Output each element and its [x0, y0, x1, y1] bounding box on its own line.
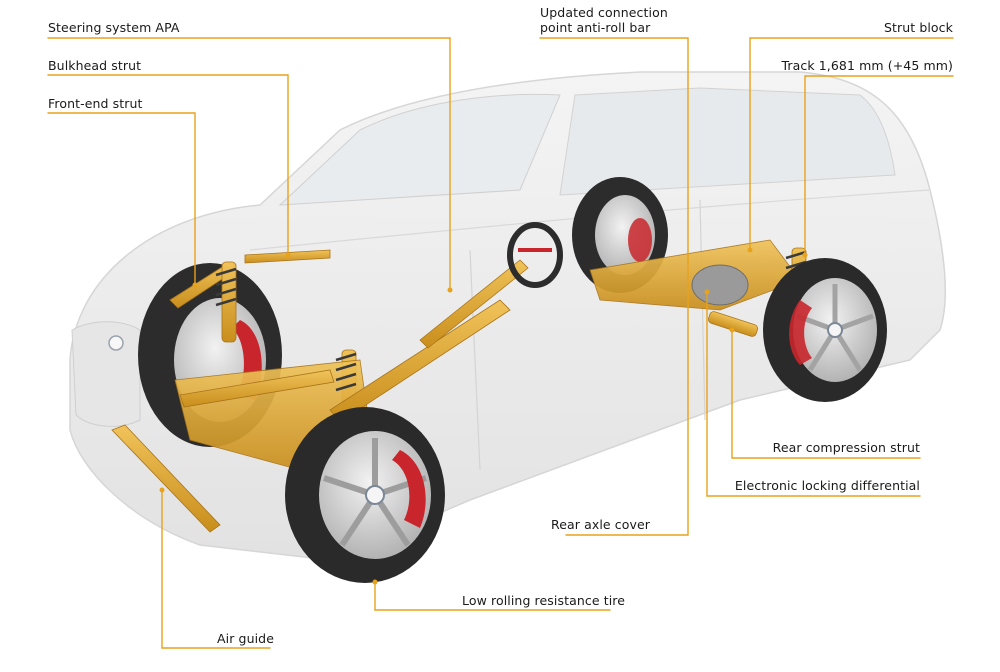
wheel-rear-right — [763, 258, 887, 402]
leader-tire — [374, 581, 611, 611]
leader-dots — [159, 247, 808, 585]
label-track: Track 1,681 mm (+45 mm) — [781, 58, 953, 73]
rear-axle-carrier — [589, 239, 801, 311]
leader-rearcomp — [731, 329, 921, 459]
label-front-end-strut: Front-end strut — [48, 96, 143, 111]
leader-antiroll — [539, 37, 689, 536]
label-air-guide: Air guide — [217, 631, 274, 646]
air-guide — [111, 424, 221, 533]
differential — [691, 264, 749, 306]
car-grille — [71, 321, 141, 427]
steering-rack — [179, 369, 335, 408]
leader-strutblock — [749, 37, 954, 251]
label-rear-axle-cover: Rear axle cover — [551, 517, 651, 532]
car-side-windows — [559, 87, 896, 196]
label-rear-compression-strut: Rear compression strut — [772, 440, 920, 455]
steering-wheel — [507, 222, 563, 288]
label-antiroll-line2: point anti-roll bar — [540, 20, 651, 35]
leader-track — [804, 75, 954, 256]
label-bulkhead-strut: Bulkhead strut — [48, 58, 142, 73]
label-electronic-locking-differential: Electronic locking differential — [734, 478, 920, 493]
leader-eld — [706, 291, 921, 497]
wheel-front-right — [285, 407, 445, 583]
leader-airguide — [161, 489, 271, 649]
label-low-rolling-resistance-tire: Low rolling resistance tire — [462, 593, 626, 608]
label-steering-system: Steering system APA — [48, 20, 180, 35]
label-antiroll-line1: Updated connection — [540, 5, 668, 20]
leader-steering — [47, 37, 451, 291]
chassis-components — [111, 239, 807, 533]
steering-column — [419, 259, 529, 349]
car-windshield — [278, 93, 561, 206]
leader-lines — [47, 37, 954, 649]
label-strut-block: Strut block — [883, 20, 953, 35]
leader-frontend — [47, 112, 196, 286]
car-badge — [108, 335, 124, 351]
car-door-line — [469, 199, 706, 471]
leader-bulkhead — [47, 74, 289, 256]
